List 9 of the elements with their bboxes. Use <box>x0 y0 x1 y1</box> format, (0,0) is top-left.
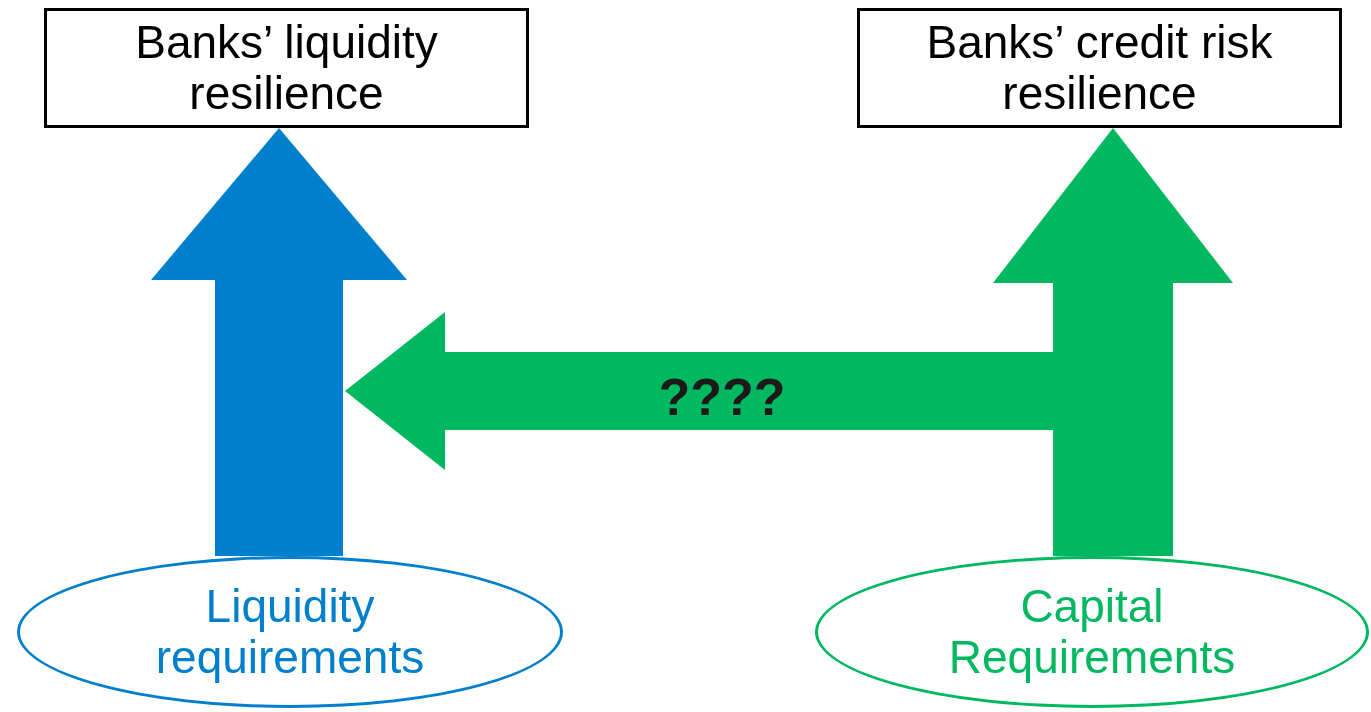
node-text: Banks’ liquidity resilience <box>134 17 439 119</box>
block-arrow <box>151 128 407 556</box>
node-text: Capital Requirements <box>947 581 1237 683</box>
edge-label: ???? <box>658 371 786 423</box>
outcome-box <box>857 8 1342 128</box>
outcome-box <box>44 8 529 128</box>
node-text: Banks’ credit risk resilience <box>925 17 1274 119</box>
block-arrow <box>993 128 1233 556</box>
node-text: Liquidity requirements <box>154 581 426 683</box>
